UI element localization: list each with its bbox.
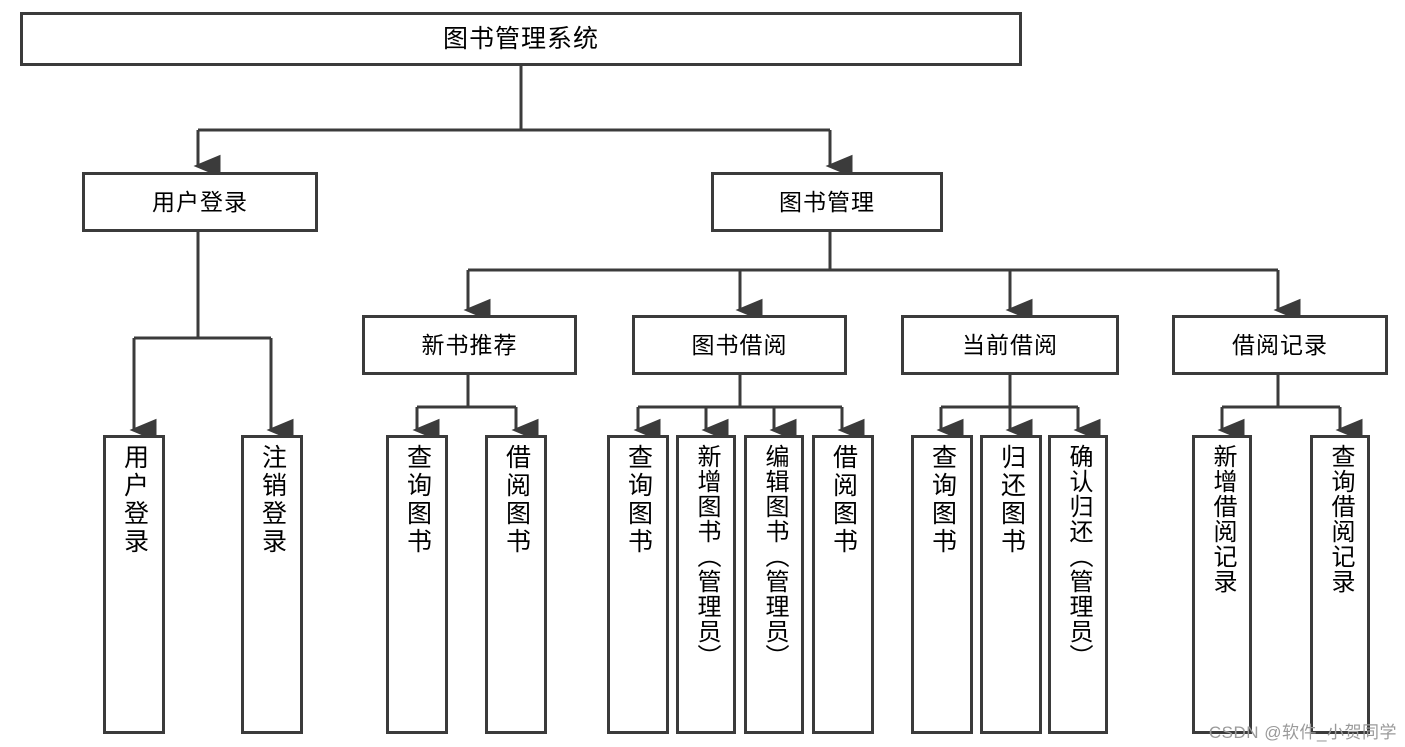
- node-user-login[interactable]: 用户登录: [82, 172, 318, 232]
- node-leaf-borrow-book-recommend-label: 借阅图书: [502, 444, 531, 556]
- node-root-system[interactable]: 图书管理系统: [20, 12, 1022, 66]
- node-book-borrow[interactable]: 图书借阅: [632, 315, 847, 375]
- node-book-management[interactable]: 图书管理: [711, 172, 943, 232]
- node-leaf-add-borrow-record-label: 新增借阅记录: [1209, 444, 1236, 594]
- node-leaf-query-borrow-record-label: 查询借阅记录: [1327, 444, 1354, 594]
- node-leaf-borrow-book[interactable]: 借阅图书: [812, 435, 874, 734]
- node-new-book-recommend-label: 新书推荐: [421, 331, 518, 358]
- node-leaf-logout-label: 注销登录: [258, 444, 287, 556]
- node-book-borrow-label: 图书借阅: [691, 331, 788, 358]
- node-leaf-edit-book-admin[interactable]: 编辑图书（管理员）: [744, 435, 804, 734]
- node-leaf-edit-book-admin-label: 编辑图书（管理员）: [761, 444, 788, 669]
- node-leaf-query-book-borrow[interactable]: 查询图书: [607, 435, 669, 734]
- node-root-label: 图书管理系统: [442, 24, 599, 53]
- node-current-borrow-label: 当前借阅: [962, 331, 1058, 358]
- node-leaf-add-book-admin-label: 新增图书（管理员）: [693, 444, 720, 669]
- node-borrow-record[interactable]: 借阅记录: [1172, 315, 1388, 375]
- csdn-watermark: CSDN @软件_小贺同学: [1208, 723, 1397, 742]
- node-leaf-return-book-label: 归还图书: [997, 444, 1026, 556]
- node-book-management-label: 图书管理: [779, 188, 875, 215]
- node-leaf-borrow-book-recommend[interactable]: 借阅图书: [485, 435, 547, 734]
- node-leaf-query-borrow-record[interactable]: 查询借阅记录: [1310, 435, 1370, 734]
- node-leaf-query-book-current-label: 查询图书: [928, 444, 957, 556]
- node-new-book-recommend[interactable]: 新书推荐: [362, 315, 577, 375]
- node-leaf-user-login[interactable]: 用户登录: [103, 435, 165, 734]
- node-leaf-borrow-book-label: 借阅图书: [829, 444, 858, 556]
- node-leaf-add-borrow-record[interactable]: 新增借阅记录: [1192, 435, 1252, 734]
- node-user-login-label: 用户登录: [152, 188, 248, 215]
- node-leaf-query-book-recommend[interactable]: 查询图书: [386, 435, 448, 734]
- node-leaf-return-book[interactable]: 归还图书: [980, 435, 1042, 734]
- node-leaf-query-book-current[interactable]: 查询图书: [911, 435, 973, 734]
- node-leaf-add-book-admin[interactable]: 新增图书（管理员）: [676, 435, 736, 734]
- node-leaf-logout[interactable]: 注销登录: [241, 435, 303, 734]
- node-current-borrow[interactable]: 当前借阅: [901, 315, 1119, 375]
- node-leaf-confirm-return-admin-label: 确认归还（管理员）: [1065, 444, 1092, 669]
- node-leaf-query-book-borrow-label: 查询图书: [624, 444, 653, 556]
- node-leaf-user-login-label: 用户登录: [120, 444, 149, 556]
- node-borrow-record-label: 借阅记录: [1232, 331, 1328, 358]
- node-leaf-query-book-recommend-label: 查询图书: [403, 444, 432, 556]
- node-leaf-confirm-return-admin[interactable]: 确认归还（管理员）: [1048, 435, 1108, 734]
